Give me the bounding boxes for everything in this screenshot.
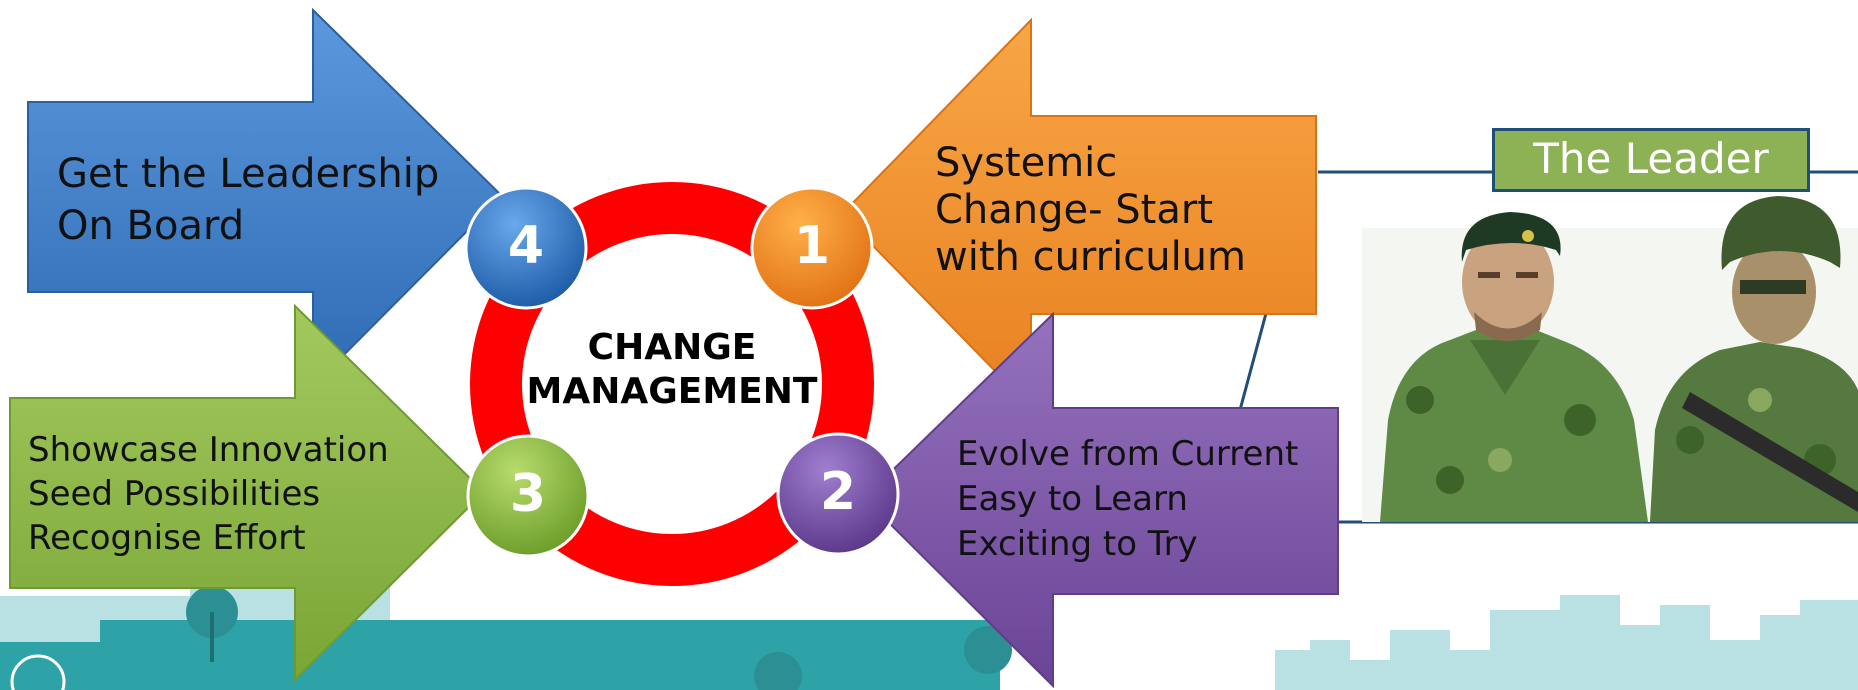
step-3-text: Showcase Innovation Seed Possibilities R… — [28, 428, 389, 561]
step-2-line: Exciting to Try — [957, 523, 1198, 564]
step-4-bubble — [464, 186, 588, 310]
center-label-line: CHANGE — [587, 327, 757, 368]
arrow-2-purple — [862, 311, 1339, 689]
arrow-3-green — [9, 303, 486, 683]
step-4-line: On Board — [57, 203, 245, 249]
step-1-text: Systemic Change- Start with curriculum — [935, 140, 1246, 282]
step-1-line: with curriculum — [935, 234, 1246, 281]
leader-title: The Leader — [1492, 128, 1810, 192]
step-1-line: Change- Start — [935, 187, 1214, 234]
step-4-text: Get the Leadership On Board — [57, 148, 439, 252]
change-ring — [470, 182, 874, 586]
step-2-line: Evolve from Current — [957, 434, 1299, 474]
step-3-line: Showcase Innovation — [28, 430, 389, 470]
step-3-line: Seed Possibilities — [28, 474, 321, 515]
step-4-number: 4 — [507, 216, 545, 276]
center-label: CHANGE MANAGEMENT — [512, 326, 832, 414]
step-3-line: Recognise Effort — [28, 518, 306, 559]
step-4-line: Get the Leadership — [57, 151, 440, 197]
step-3-bubble — [466, 434, 590, 558]
step-1-number: 1 — [793, 216, 831, 276]
arrow-1-orange — [840, 17, 1317, 411]
center-label-line: MANAGEMENT — [526, 370, 818, 412]
step-2-line: Easy to Learn — [957, 478, 1188, 519]
step-2-bubble — [776, 432, 900, 556]
soldiers-image — [1362, 196, 1858, 522]
arrow-4-blue — [27, 7, 504, 389]
step-1-bubble — [750, 186, 874, 310]
step-2-text: Evolve from Current Easy to Learn Exciti… — [957, 432, 1298, 567]
step-3-number: 3 — [509, 464, 547, 524]
step-2-number: 2 — [819, 462, 857, 522]
step-1-line: Systemic — [935, 140, 1118, 186]
